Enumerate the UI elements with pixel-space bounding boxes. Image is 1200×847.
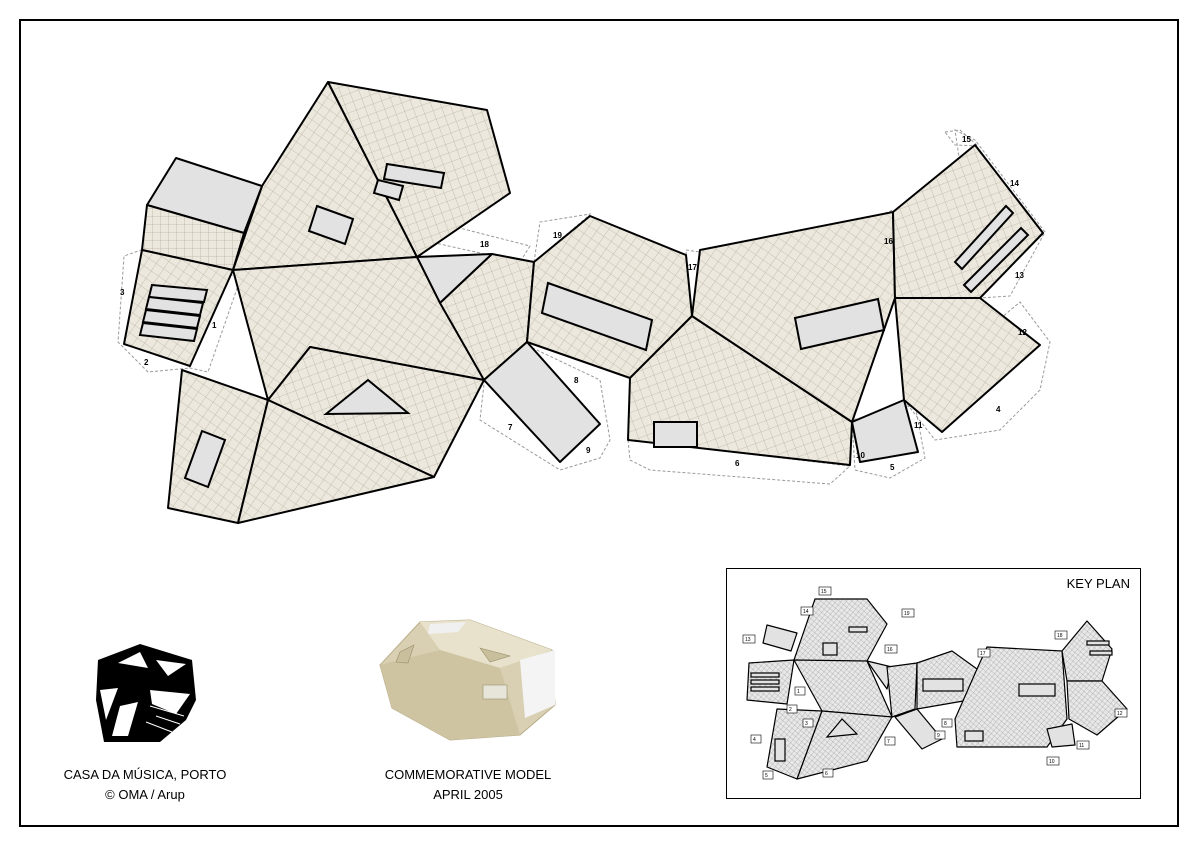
key-plan-tag: 10 xyxy=(1049,759,1055,765)
tab-number: 18 xyxy=(480,240,489,249)
casa-da-musica-logo xyxy=(96,644,196,742)
tab-number: 6 xyxy=(735,459,740,468)
key-plan-tag: 18 xyxy=(1057,633,1063,639)
window-openings xyxy=(138,162,1030,489)
tab-number: 10 xyxy=(856,451,865,460)
tab-number: 5 xyxy=(890,463,895,472)
key-plan-tag: 6 xyxy=(825,771,828,777)
tab-number-labels: 1 2 3 4 5 6 7 8 9 10 11 12 13 14 15 16 1… xyxy=(120,135,1027,472)
key-plan-tag: 8 xyxy=(944,721,947,727)
key-plan-tag: 12 xyxy=(1117,711,1123,717)
key-plan-diagram: 15 14 19 13 16 17 18 1 2 3 4 5 6 xyxy=(742,586,1128,780)
sheet-border xyxy=(19,19,1179,827)
tab-number: 8 xyxy=(574,376,579,385)
caption-line: CASA DA MÚSICA, PORTO xyxy=(63,767,227,782)
key-plan-title: KEY PLAN xyxy=(1066,576,1130,591)
key-plan-tag: 2 xyxy=(789,707,792,713)
key-plan-tag: 9 xyxy=(937,733,940,739)
key-plan-tag: 15 xyxy=(821,589,827,595)
caption-line: © OMA / Arup xyxy=(105,787,185,802)
tab-number: 7 xyxy=(508,423,513,432)
key-plan-tags: 15 14 19 13 16 17 18 1 2 3 4 5 6 xyxy=(742,586,1128,780)
key-plan-tag: 1 xyxy=(797,689,800,695)
key-plan-tag: 17 xyxy=(980,651,986,657)
model-caption: COMMEMORATIVE MODEL APRIL 2005 xyxy=(360,765,576,805)
tab-number: 3 xyxy=(120,288,125,297)
key-plan-tag: 13 xyxy=(745,637,751,643)
key-plan-tag: 16 xyxy=(887,647,893,653)
model-photo xyxy=(375,615,559,745)
tab-number: 11 xyxy=(914,421,923,430)
tab-number: 12 xyxy=(1018,328,1027,337)
logo-caption: CASA DA MÚSICA, PORTO © OMA / Arup xyxy=(40,765,250,805)
key-plan-tag: 4 xyxy=(753,737,756,743)
key-plan-tag: 14 xyxy=(803,609,809,615)
caption-line: COMMEMORATIVE MODEL xyxy=(384,767,552,782)
tab-number: 17 xyxy=(688,263,697,272)
tab-number: 19 xyxy=(553,231,562,240)
tab-number: 15 xyxy=(962,135,971,144)
key-plan-tag: 5 xyxy=(765,773,768,779)
tab-number: 13 xyxy=(1015,271,1024,280)
tab-number: 9 xyxy=(586,446,591,455)
key-plan-tag: 7 xyxy=(887,739,890,745)
key-plan-tag: 3 xyxy=(805,721,808,727)
key-plan-windows xyxy=(750,626,1113,762)
tab-number: 16 xyxy=(884,237,893,246)
caption-line: APRIL 2005 xyxy=(433,787,503,802)
tab-number: 14 xyxy=(1010,179,1019,188)
tab-number: 2 xyxy=(144,358,149,367)
tab-number: 1 xyxy=(212,321,217,330)
key-plan-tag: 19 xyxy=(904,611,910,617)
key-plan: 15 14 19 13 16 17 18 1 2 3 4 5 6 xyxy=(726,568,1141,799)
tab-number: 4 xyxy=(996,405,1001,414)
key-plan-tag: 11 xyxy=(1079,743,1084,749)
